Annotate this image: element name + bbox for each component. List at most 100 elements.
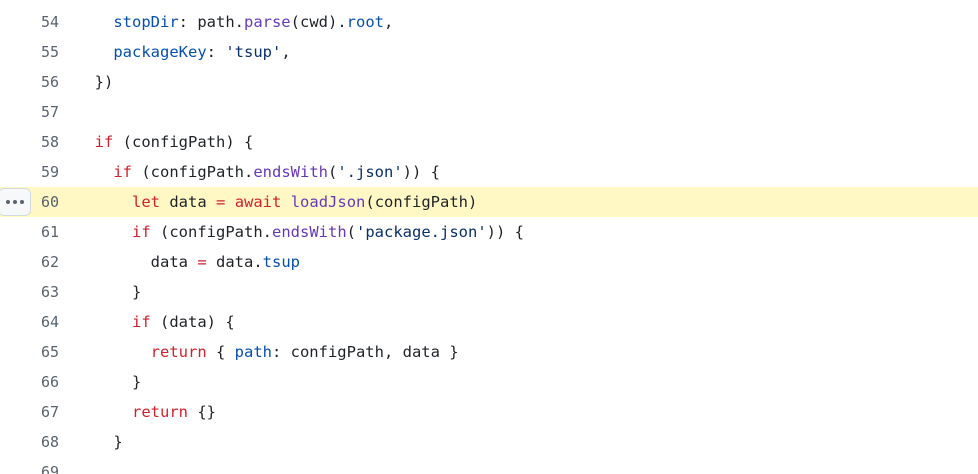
- code-token: stopDir: [113, 13, 179, 31]
- line-code: stopDir: path.parse(cwd).root,: [76, 7, 393, 37]
- indent: [76, 373, 132, 391]
- code-line: 68 }: [0, 427, 978, 457]
- line-code: packageKey: 'tsup',: [76, 37, 291, 67]
- code-lines: 54 stopDir: path.parse(cwd).root,55 pack…: [0, 7, 978, 474]
- code-token: await: [234, 193, 282, 211]
- line-code: data = data.tsup: [76, 247, 300, 277]
- code-token: =: [216, 193, 226, 211]
- code-token: tsup: [262, 253, 300, 271]
- code-token: if: [113, 163, 132, 181]
- line-number[interactable]: 69: [40, 463, 59, 474]
- code-token: data: [150, 253, 198, 271]
- code-token: =: [197, 253, 207, 271]
- code-line: 59 if (configPath.endsWith('.json')) {: [0, 157, 978, 187]
- indent: [76, 283, 132, 301]
- line-code: return { path: configPath, data }: [76, 337, 459, 367]
- code-line: 60 let data = await loadJson(configPath): [0, 187, 978, 217]
- code-line: 55 packageKey: 'tsup',: [0, 37, 978, 67]
- line-number[interactable]: 65: [40, 343, 59, 361]
- code-token: let: [132, 193, 160, 211]
- code-token: {}: [188, 403, 216, 421]
- code-token: endsWith: [272, 223, 347, 241]
- code-token: (: [346, 223, 356, 241]
- line-number[interactable]: 61: [40, 223, 59, 241]
- indent: [76, 253, 151, 271]
- line-number[interactable]: 63: [40, 283, 59, 301]
- line-options-button[interactable]: [0, 188, 31, 216]
- code-line: 62 data = data.tsup: [0, 247, 978, 277]
- code-token: 'package.json': [356, 223, 487, 241]
- code-token: if: [94, 133, 114, 151]
- line-code: }: [76, 367, 141, 397]
- code-line: 57: [0, 97, 978, 127]
- code-token: if: [132, 313, 151, 331]
- code-token: return: [150, 343, 207, 361]
- line-number[interactable]: 62: [40, 253, 59, 271]
- code-token: (data) {: [150, 313, 235, 331]
- code-token: :: [206, 43, 226, 61]
- line-number[interactable]: 56: [40, 73, 59, 91]
- code-token: path: [234, 343, 272, 361]
- indent: [76, 13, 113, 31]
- indent: [76, 133, 95, 151]
- line-code: return {}: [76, 397, 216, 427]
- indent: [76, 43, 113, 61]
- line-number[interactable]: 68: [40, 433, 59, 451]
- code-line: 58 if (configPath) {: [0, 127, 978, 157]
- code-token: )) {: [402, 163, 440, 181]
- code-token: '.json': [337, 163, 403, 181]
- line-number[interactable]: 64: [40, 313, 59, 331]
- line-number[interactable]: 66: [40, 373, 59, 391]
- code-token: parse: [243, 13, 291, 31]
- line-code: if (configPath.endsWith('.json')) {: [76, 157, 440, 187]
- indent: [76, 193, 132, 211]
- line-code: let data = await loadJson(configPath): [76, 187, 477, 217]
- code-token: (cwd).: [290, 13, 347, 31]
- indent: [76, 403, 132, 421]
- code-token: (configPath.: [132, 163, 254, 181]
- code-line: 63 }: [0, 277, 978, 307]
- code-token: if: [132, 223, 151, 241]
- code-token: return: [132, 403, 188, 421]
- line-number[interactable]: 58: [40, 133, 59, 151]
- line-number[interactable]: 60: [40, 193, 59, 211]
- code-token: ,: [281, 43, 291, 61]
- code-line: 66 }: [0, 367, 978, 397]
- code-token: {: [206, 343, 235, 361]
- line-code: if (data) {: [76, 307, 235, 337]
- code-token: ,: [383, 13, 394, 31]
- code-token: [281, 193, 290, 211]
- code-token: : configPath, data }: [271, 343, 459, 361]
- code-token: root: [346, 13, 384, 31]
- line-code: if (configPath) {: [76, 127, 254, 157]
- code-line: 56 }): [0, 67, 978, 97]
- code-token: [225, 193, 234, 211]
- line-number[interactable]: 59: [40, 163, 59, 181]
- code-token: packageKey: [113, 43, 207, 61]
- code-token: data.: [206, 253, 263, 271]
- code-line: 64 if (data) {: [0, 307, 978, 337]
- code-token: (configPath.: [150, 223, 272, 241]
- indent: [76, 343, 151, 361]
- indent: [76, 433, 113, 451]
- code-token: }): [94, 73, 114, 91]
- code-token: }: [113, 433, 123, 451]
- code-line: 67 return {}: [0, 397, 978, 427]
- code-token: data: [160, 193, 216, 211]
- code-line: 69: [0, 457, 978, 474]
- line-code: }: [76, 427, 123, 457]
- line-number[interactable]: 55: [40, 43, 59, 61]
- line-number[interactable]: 67: [40, 403, 59, 421]
- indent: [76, 73, 95, 91]
- kebab-horizontal-icon: [5, 200, 24, 204]
- code-token: (: [327, 163, 338, 181]
- code-token: : path.: [178, 13, 244, 31]
- code-token: }: [132, 373, 142, 391]
- line-number[interactable]: 54: [40, 13, 59, 31]
- indent: [76, 163, 113, 181]
- line-code: if (configPath.endsWith('package.json'))…: [76, 217, 524, 247]
- line-number[interactable]: 57: [40, 103, 59, 121]
- code-token: (configPath): [365, 193, 478, 211]
- indent: [76, 223, 132, 241]
